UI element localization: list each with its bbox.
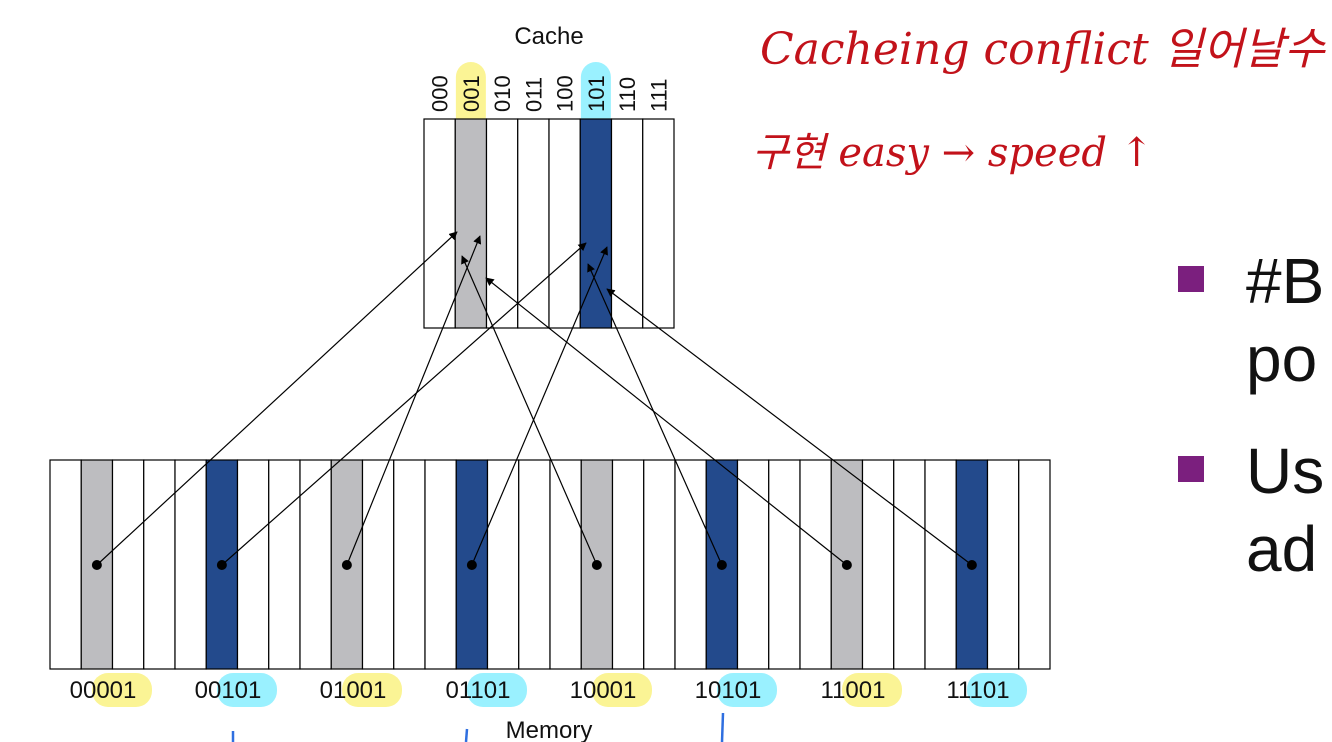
memory-dot xyxy=(966,560,977,570)
memory-block-cell xyxy=(611,459,645,670)
memory-block-cell xyxy=(424,459,457,670)
bullet-square-icon xyxy=(1178,266,1204,292)
memory-address-highlight xyxy=(842,673,902,707)
memory-block-cell xyxy=(674,459,707,670)
cache-index-label-111: 111 xyxy=(646,79,671,112)
memory-address-highlight xyxy=(342,673,402,707)
memory-block-cell xyxy=(111,459,145,670)
memory-block-cell xyxy=(768,459,801,670)
mapping-arrow xyxy=(471,246,608,566)
memory-block-cell xyxy=(518,459,551,670)
memory-address-highlight xyxy=(717,673,777,707)
memory-block-cell xyxy=(268,459,301,670)
cache-title: Cache xyxy=(514,23,583,50)
memory-block-cell xyxy=(49,459,82,670)
handwritten-note-line2: 구현 easy → speed ↑ xyxy=(752,130,1153,176)
mapping-arrow xyxy=(461,255,598,566)
mapping-arrow xyxy=(346,235,482,566)
memory-address-label: 10001 xyxy=(570,677,637,704)
memory-block-cell xyxy=(361,459,395,670)
cache-index-highlights xyxy=(455,62,611,132)
cache-index-label-110: 110 xyxy=(615,77,640,112)
cache-block xyxy=(423,118,675,329)
memory-address-label: 00101 xyxy=(195,677,262,704)
cache-line-010 xyxy=(485,118,519,329)
memory-address-label: 10101 xyxy=(695,677,762,704)
cache-line-110 xyxy=(610,118,644,329)
slide-bullet-1: #B po xyxy=(1178,242,1324,398)
cache-index-label-010: 010 xyxy=(490,75,515,112)
cache-line-001 xyxy=(454,118,488,329)
memory-dot xyxy=(341,560,352,570)
cache-line-000 xyxy=(423,118,456,329)
memory-dot xyxy=(591,560,602,570)
memory-block-cell xyxy=(486,459,520,670)
cache-index-label-011: 011 xyxy=(521,77,546,112)
bullet-square-icon xyxy=(1178,456,1204,482)
memory-address-labels: 00001 00101 01001 01101 10001 10101 11001 11101 xyxy=(70,673,1027,707)
memory-address-label: 01101 xyxy=(446,677,511,704)
memory-block-cell xyxy=(861,459,895,670)
cache-index-label-101: 101 xyxy=(584,75,609,112)
cache-line-101 xyxy=(579,118,613,329)
memory-address-label: 01001 xyxy=(320,677,387,704)
memory-address-label: 11101 xyxy=(946,677,1009,704)
bullet-1-line1: #B xyxy=(1246,245,1325,317)
cache-index-label-000: 000 xyxy=(428,75,453,112)
memory-dot xyxy=(716,560,727,570)
memory-address-highlight xyxy=(967,673,1027,707)
memory-block-cell xyxy=(549,459,582,670)
memory-address-highlight xyxy=(592,673,652,707)
bullet-2-line1: Us xyxy=(1246,435,1325,507)
bullet-1-line2: po xyxy=(1246,323,1318,395)
memory-block-cell xyxy=(393,459,426,670)
memory-block xyxy=(49,459,1051,670)
cache-index-label-001: 001 xyxy=(459,75,484,112)
memory-block-cell xyxy=(299,459,332,670)
memory-block-cell xyxy=(643,459,676,670)
cache-index-highlight-101 xyxy=(580,62,611,132)
cache-line-100 xyxy=(548,118,581,329)
memory-address-highlight xyxy=(217,673,277,707)
cache-line-011 xyxy=(517,118,550,329)
bullet-2-line2: ad xyxy=(1246,513,1318,585)
memory-dot xyxy=(466,560,477,570)
mapping-arrow xyxy=(485,277,848,566)
cache-index-label-100: 100 xyxy=(553,75,578,112)
memory-block-cell xyxy=(799,459,832,670)
mapping-arrows xyxy=(91,231,977,570)
memory-block-cell xyxy=(893,459,926,670)
cache-line-111 xyxy=(642,118,675,329)
mapping-arrow xyxy=(221,242,587,566)
memory-block-cell xyxy=(174,459,207,670)
handwritten-note-line1: Cacheing conflict 일어날수 있음. xyxy=(760,24,1332,75)
memory-address-highlight xyxy=(92,673,152,707)
memory-address-highlight xyxy=(467,673,527,707)
memory-block-cell xyxy=(736,459,770,670)
memory-address-label: 00001 xyxy=(70,677,137,704)
memory-title: Memory xyxy=(506,717,593,742)
slide-bullet-2: Us ad xyxy=(1178,432,1324,588)
memory-dot xyxy=(841,560,852,570)
memory-address-label: 11001 xyxy=(821,677,886,704)
annotation-ticks xyxy=(231,712,725,742)
memory-block-cell xyxy=(924,459,957,670)
mapping-arrow xyxy=(96,231,458,566)
memory-block-cell xyxy=(236,459,270,670)
memory-dot xyxy=(216,560,227,570)
memory-block-cell xyxy=(143,459,176,670)
mapping-arrow xyxy=(587,263,723,566)
memory-block-cell xyxy=(986,459,1020,670)
memory-block-cell xyxy=(330,459,364,670)
memory-dot xyxy=(91,560,102,570)
memory-block-cell xyxy=(1018,459,1051,670)
mapping-arrow xyxy=(606,288,973,566)
cache-index-highlight-001 xyxy=(455,62,486,132)
